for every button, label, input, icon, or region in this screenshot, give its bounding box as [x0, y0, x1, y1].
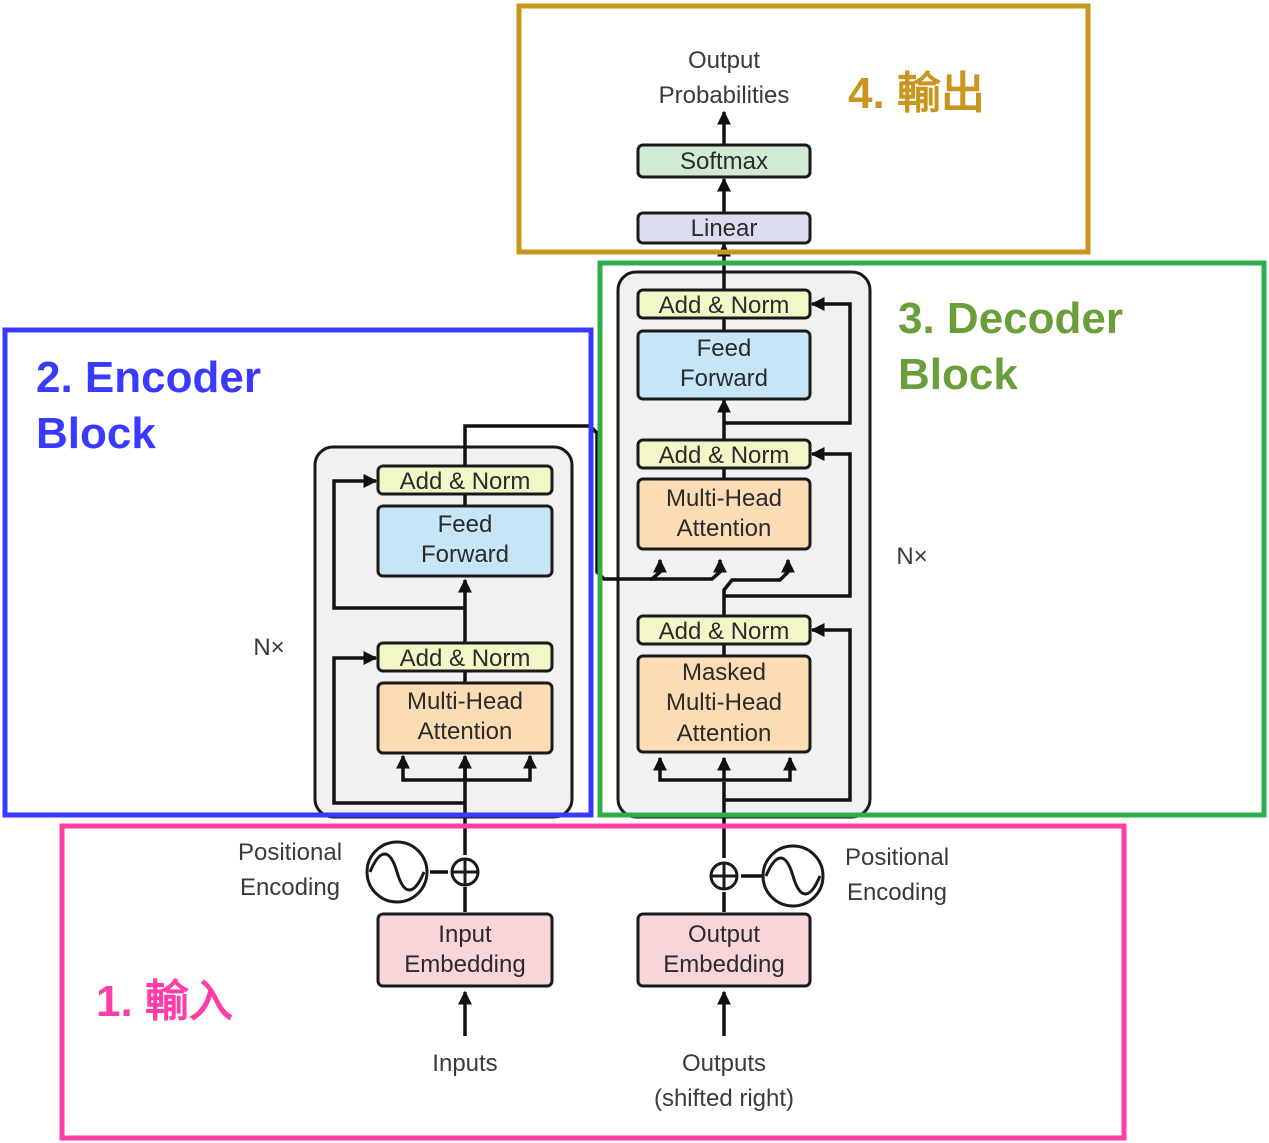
- decoder-multi-head-attention: Multi-Head Attention: [636, 477, 812, 551]
- encoder-block-frame: [2, 327, 594, 818]
- output-embedding: Output Embedding: [636, 912, 812, 988]
- encoder-add-norm-2: Add & Norm: [376, 464, 554, 496]
- decoder-add-icon: [709, 861, 739, 891]
- linear-label: Linear: [691, 215, 758, 242]
- input-embedding-line1: Input: [438, 921, 492, 948]
- masked-line2: Multi-Head: [666, 689, 782, 716]
- encoder-ff-line2: Forward: [421, 541, 509, 568]
- output-probs-line1: Output: [688, 47, 760, 74]
- decoder-title-line1: 3. Decoder: [898, 294, 1123, 343]
- encoder-feed-forward: Feed Forward: [376, 504, 554, 578]
- decoder-add-norm-1: Add & Norm: [636, 614, 812, 646]
- masked-line1: Masked: [682, 659, 766, 686]
- encoder-add-norm-2-label: Add & Norm: [400, 468, 531, 495]
- encoder-sine-wave-icon: [365, 840, 429, 904]
- decoder-title-line2: Block: [898, 350, 1018, 399]
- softmax-box: Softmax: [636, 143, 812, 179]
- encoder-nx-label: N×: [253, 634, 284, 661]
- masked-line3: Attention: [677, 720, 772, 747]
- output-embedding-line2: Embedding: [663, 951, 784, 978]
- encoder-pos-enc-line2: Encoding: [240, 874, 340, 901]
- encoder-attention-line1: Multi-Head: [407, 688, 523, 715]
- outputs-label-line2: (shifted right): [654, 1085, 794, 1112]
- decoder-add-norm-3: Add & Norm: [636, 288, 812, 320]
- decoder-attention-line1: Multi-Head: [666, 485, 782, 512]
- softmax-label: Softmax: [680, 148, 768, 175]
- output-embedding-line1: Output: [688, 921, 760, 948]
- decoder-pos-enc-line1: Positional: [845, 844, 949, 871]
- output-frame: [516, 3, 1091, 255]
- encoder-ff-line1: Feed: [438, 511, 493, 538]
- decoder-ff-line1: Feed: [697, 335, 752, 362]
- decoder-add-norm-3-label: Add & Norm: [659, 292, 790, 319]
- decoder-ff-line2: Forward: [680, 365, 768, 392]
- connections: [332, 110, 852, 1036]
- decoder-pos-enc-line2: Encoding: [847, 879, 947, 906]
- encoder-add-icon: [450, 857, 480, 887]
- decoder-attention-line2: Attention: [677, 515, 772, 542]
- decoder-add-norm-2-label: Add & Norm: [659, 442, 790, 469]
- encoder-title-line2: Block: [36, 409, 156, 458]
- decoder-add-norm-1-label: Add & Norm: [659, 618, 790, 645]
- output-title: 4. 輸出: [848, 69, 985, 118]
- outputs-label-line1: Outputs: [682, 1050, 766, 1077]
- decoder-add-norm-2: Add & Norm: [636, 438, 812, 470]
- encoder-add-norm-1-label: Add & Norm: [400, 645, 531, 672]
- encoder-attention-line2: Attention: [418, 718, 513, 745]
- input-embedding-line2: Embedding: [404, 951, 525, 978]
- output-probs-line2: Probabilities: [659, 82, 790, 109]
- input-frame: [59, 823, 1127, 1141]
- encoder-stack: [313, 445, 574, 819]
- decoder-feed-forward: Feed Forward: [636, 329, 812, 401]
- input-title: 1. 輸入: [96, 977, 233, 1026]
- inputs-label: Inputs: [432, 1050, 497, 1077]
- decoder-nx-label: N×: [896, 543, 927, 570]
- decoder-sine-wave-icon: [761, 844, 825, 908]
- decoder-block-frame: [597, 260, 1267, 818]
- linear-box: Linear: [636, 211, 812, 245]
- encoder-title-line1: 2. Encoder: [36, 353, 261, 402]
- masked-multi-head-attention: Masked Multi-Head Attention: [636, 654, 812, 754]
- encoder-add-norm-1: Add & Norm: [376, 641, 554, 673]
- input-embedding: Input Embedding: [376, 912, 554, 988]
- encoder-pos-enc-line1: Positional: [238, 839, 342, 866]
- encoder-multi-head-attention: Multi-Head Attention: [376, 681, 554, 755]
